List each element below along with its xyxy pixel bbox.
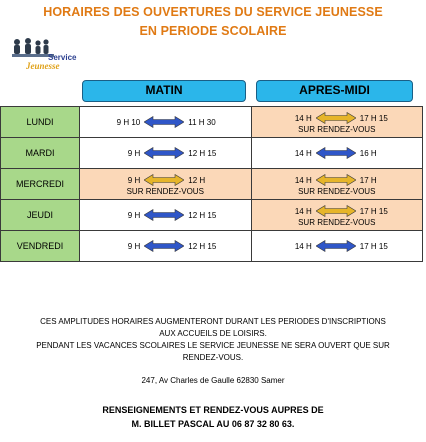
time-to: 17 H [359, 175, 377, 185]
appointment-note: SUR RENDEZ-VOUS [298, 124, 376, 134]
slot-matin: 9 H 12 H 15 [79, 137, 252, 169]
contact-phone: M. BILLET PASCAL AU 06 87 32 80 63. [131, 419, 295, 429]
time-from: 9 H [127, 148, 141, 158]
time-from: 14 H [294, 206, 312, 216]
header-apres-midi: APRES-MIDI [256, 80, 413, 102]
notes-block: CES AMPLITUDES HORAIRES AUGMENTERONT DUR… [0, 316, 426, 364]
logo-text-service: Service [48, 53, 77, 62]
address: 247, Av Charles de Gaulle 62830 Samer [141, 376, 285, 385]
note-line: RENDEZ-VOUS. [182, 353, 244, 362]
time-from: 9 H [127, 175, 141, 185]
time-from: 14 H [294, 175, 312, 185]
slot-apres-midi: 14 H 17 H 15 [250, 230, 423, 262]
note-line: PENDANT LES VACANCES SCOLAIRES LE SERVIC… [36, 341, 390, 350]
day-label: MERCREDI [0, 168, 80, 200]
appointment-note: SUR RENDEZ-VOUS [298, 186, 376, 196]
page-subtitle: EN PERIODE SCOLAIRE [139, 24, 287, 38]
page-title: HORAIRES DES OUVERTURES DU SERVICE JEUNE… [43, 5, 383, 19]
logo-text-jeunesse: Jeunesse [25, 61, 60, 71]
time-to: 17 H 15 [359, 241, 388, 251]
slot-apres-midi: 14 H 16 H [250, 137, 423, 169]
appointment-note: SUR RENDEZ-VOUS [298, 217, 376, 227]
double-arrow-icon [144, 240, 185, 252]
day-label: JEUDI [0, 199, 80, 231]
slot-matin: 9 H 12 H 15 [79, 199, 252, 231]
time-to: 11 H 30 [188, 117, 216, 127]
double-arrow-icon [315, 147, 356, 159]
service-jeunesse-logo: Service Jeunesse [12, 38, 77, 71]
day-label: LUNDI [0, 106, 80, 138]
table-row: MARDI 9 H 12 H 15 14 H 16 H [0, 137, 423, 169]
time-from: 9 H [127, 241, 141, 251]
slot-matin: 9 H 12 H 15 [79, 230, 252, 262]
double-arrow-icon [144, 147, 185, 159]
double-arrow-icon [144, 209, 185, 221]
time-to: 12 H 15 [188, 148, 217, 158]
time-from: 14 H [294, 148, 312, 158]
appointment-note: SUR RENDEZ-VOUS [126, 186, 204, 196]
double-arrow-icon [315, 205, 356, 217]
time-to: 12 H [188, 175, 206, 185]
time-from: 9 H 10 [116, 117, 141, 127]
double-arrow-icon [315, 112, 356, 124]
time-from: 14 H [294, 113, 312, 123]
time-to: 12 H 15 [188, 210, 217, 220]
slot-matin: 9 H 10 11 H 30 [79, 106, 252, 138]
time-from: 9 H [127, 210, 141, 220]
note-line: CES AMPLITUDES HORAIRES AUGMENTERONT DUR… [40, 317, 386, 326]
double-arrow-icon [315, 174, 356, 186]
contact-line: RENSEIGNEMENTS ET RENDEZ-VOUS AUPRES DE [102, 405, 324, 415]
time-to: 12 H 15 [188, 241, 217, 251]
day-label: VENDREDI [0, 230, 80, 262]
double-arrow-icon [144, 116, 185, 128]
table-row: VENDREDI 9 H 12 H 15 14 H 17 H 15 [0, 230, 423, 262]
double-arrow-icon [315, 240, 356, 252]
time-to: 17 H 15 [359, 206, 388, 216]
double-arrow-icon [144, 174, 185, 186]
time-to: 16 H [359, 148, 377, 158]
note-line: AUX ACCUEILS DE LOISIRS. [159, 329, 267, 338]
header-matin: MATIN [82, 80, 246, 102]
time-to: 17 H 15 [359, 113, 388, 123]
day-label: MARDI [0, 137, 80, 169]
time-from: 14 H [294, 241, 312, 251]
